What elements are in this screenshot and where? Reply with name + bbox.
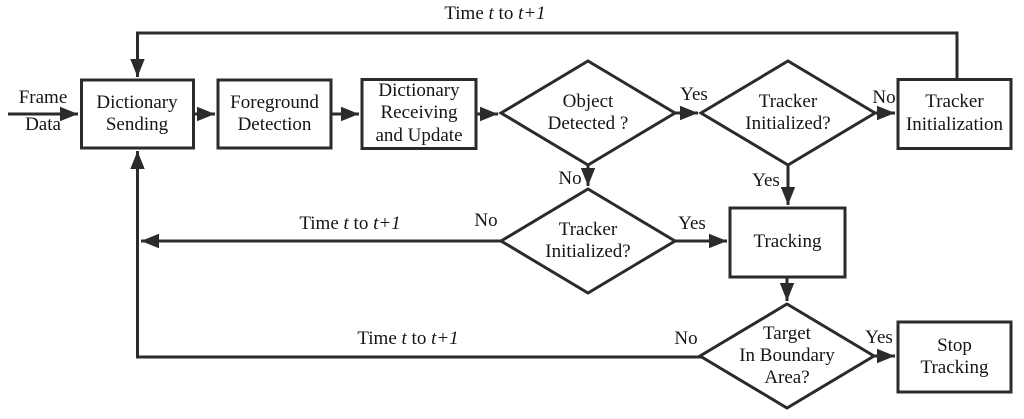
box-dictionary-sending — [80, 78, 195, 150]
frame-data-label-line1: Frame — [18, 86, 68, 108]
yes-label-tracker-initialized-mid: Yes — [678, 213, 706, 234]
diamond-target-in-boundary — [697, 302, 877, 410]
no-label-tracker-initialized-mid: No — [474, 210, 498, 231]
time-word: Time — [444, 3, 484, 24]
tracker-initialization-label: Tracker Initialization — [905, 91, 1004, 135]
target-in-boundary-label: Target In Boundary Area? — [739, 322, 835, 389]
to-word: to — [498, 3, 514, 24]
time-label-mid: Time t to t+1 — [299, 214, 400, 234]
no-label-object-detected: No — [558, 168, 582, 189]
foreground-detection-label: Foreground Detection — [230, 91, 319, 135]
to-word: to — [353, 213, 369, 234]
diamond-object-detected — [498, 59, 678, 167]
dictionary-sending-label: Dictionary Sending — [96, 91, 178, 135]
box-dictionary-receiving — [360, 78, 478, 150]
t-var: t — [401, 328, 407, 349]
diamond-tracker-initialized-top — [698, 59, 878, 167]
box-tracking — [728, 206, 847, 279]
time-word: Time — [299, 213, 339, 234]
tracker-initialized-top-label: Tracker Initialized? — [745, 90, 831, 134]
to-word: to — [411, 328, 427, 349]
t-plus-one: t+1 — [518, 3, 546, 24]
tracking-label: Tracking — [753, 231, 822, 253]
object-detected-label: Object Detected ? — [547, 90, 629, 134]
edge-time-top-feedback — [130, 31, 959, 80]
edge-time-bottom-feedback — [130, 151, 702, 359]
time-label-bottom: Time t to t+1 — [357, 329, 458, 349]
t-var: t — [488, 3, 494, 24]
dictionary-receiving-label: Dictionary Receiving and Update — [375, 80, 463, 146]
no-label-tracker-initialized-top: No — [872, 87, 896, 108]
diamond-tracker-initialized-mid — [498, 187, 678, 295]
frame-data-label-line2: Data — [25, 113, 61, 135]
stop-tracking-label: Stop Tracking — [920, 334, 989, 378]
tracker-initialized-mid-label: Tracker Initialized? — [545, 218, 631, 262]
yes-label-target-in-boundary: Yes — [865, 327, 893, 348]
yes-label-tracker-initialized-top: Yes — [752, 170, 780, 191]
t-plus-one: t+1 — [373, 213, 401, 234]
box-tracker-initialization — [896, 78, 1013, 150]
t-var: t — [343, 213, 349, 234]
time-label-top: Time t to t+1 — [444, 4, 545, 24]
box-foreground-detection — [216, 78, 333, 150]
yes-label-object-detected: Yes — [680, 84, 708, 105]
no-label-target-in-boundary: No — [674, 328, 698, 349]
t-plus-one: t+1 — [431, 328, 459, 349]
box-stop-tracking — [896, 320, 1013, 394]
time-word: Time — [357, 328, 397, 349]
